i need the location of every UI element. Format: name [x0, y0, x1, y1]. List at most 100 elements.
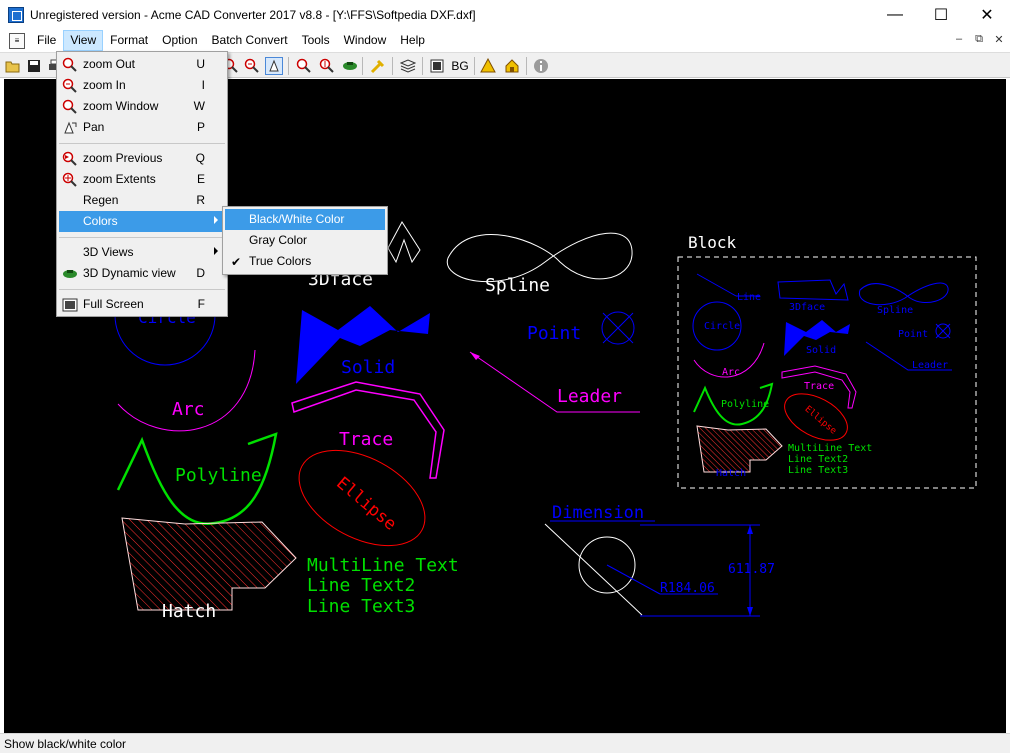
mdi-close-button[interactable]: ✕ [994, 34, 1004, 46]
zoom-extents-icon [61, 171, 79, 188]
open-icon[interactable] [4, 57, 22, 75]
3d-dynamic-icon[interactable] [341, 57, 359, 75]
layers-icon[interactable] [399, 57, 417, 75]
checkmark-icon: ✔ [230, 254, 242, 269]
multiline-text-3: Line Text3 [307, 596, 415, 617]
menu-item-full-screen[interactable]: Full Screen F [59, 294, 225, 315]
menu-format[interactable]: Format [110, 33, 149, 47]
submenu-arrow-icon [214, 247, 218, 255]
menu-item-label: zoom Window [83, 99, 159, 113]
block-ellipse-label: Ellipse [803, 404, 838, 436]
leader-label: Leader [557, 386, 622, 407]
multiline-text-1: MultiLine Text [307, 555, 459, 576]
window-title: Unregistered version - Acme CAD Converte… [30, 8, 476, 22]
minimize-button[interactable]: — [887, 6, 903, 23]
menu-item-3d-views[interactable]: 3D Views [59, 242, 225, 263]
menu-item-gray-color[interactable]: Gray Color [225, 230, 385, 251]
status-text: Show black/white color [4, 737, 127, 751]
solid-entity [296, 306, 430, 384]
maximize-button[interactable]: ☐ [933, 7, 949, 24]
menu-option[interactable]: Option [162, 33, 198, 47]
pan-icon[interactable] [265, 57, 283, 75]
menu-item-true-colors[interactable]: ✔ True Colors [225, 251, 385, 272]
zoom-extents-icon[interactable] [318, 57, 336, 75]
menu-item-zoom-previous[interactable]: zoom Previous Q [59, 148, 225, 169]
hatch-entity [121, 517, 297, 611]
menu-item-zoom-window[interactable]: zoom Window W [59, 96, 225, 117]
menu-window[interactable]: Window [343, 33, 387, 47]
block-circle-label: Circle [704, 321, 740, 332]
menu-tools[interactable]: Tools [301, 33, 330, 47]
spline-entity [446, 232, 633, 283]
close-button[interactable]: ✕ [980, 7, 994, 24]
background-color-button[interactable]: BG [451, 59, 469, 73]
block-multiline-3: Line Text3 [788, 465, 848, 476]
menu-item-black-white-color[interactable]: Black/White Color [225, 209, 385, 230]
zoom-window-icon [61, 98, 79, 115]
menu-item-shortcut: U [196, 57, 205, 71]
zoom-out-icon [61, 56, 79, 73]
menu-file[interactable]: File [37, 33, 57, 47]
menu-item-label: Pan [83, 120, 105, 134]
menu-item-label: Gray Color [249, 233, 308, 247]
about-icon[interactable] [532, 57, 550, 75]
pan-icon [61, 119, 79, 136]
mdi-minimize-button[interactable]: – [955, 33, 963, 45]
menu-item-shortcut: E [196, 172, 205, 186]
menu-item-label: zoom Previous [83, 151, 163, 165]
point-entity [601, 311, 635, 345]
zoom-previous-icon[interactable] [295, 57, 313, 75]
menu-view[interactable]: View [63, 30, 104, 51]
zoom-in-icon[interactable] [243, 57, 261, 75]
block-trace-label: Trace [804, 381, 834, 392]
menu-item-zoom-out[interactable]: zoom Out U [59, 54, 225, 75]
3dface-entity [387, 221, 421, 264]
colors-submenu: Black/White Color Gray Color ✔ True Colo… [222, 206, 388, 275]
document-icon[interactable]: ≡ [9, 32, 25, 49]
block-polyline-label: Polyline [721, 399, 769, 410]
menu-item-shortcut: R [196, 193, 205, 207]
height-dimension: 611.87 [728, 562, 775, 577]
full-screen-icon [61, 296, 79, 313]
block-point-label: Point [898, 329, 928, 340]
hatch-label: Hatch [162, 601, 216, 622]
radius-dimension: R184.06 [660, 581, 715, 596]
menu-item-regen[interactable]: Regen R [59, 190, 225, 211]
menu-item-label: Full Screen [83, 297, 144, 311]
status-bar: Show black/white color [0, 733, 1010, 753]
solid-label: Solid [341, 357, 395, 378]
block-label: Block [688, 233, 737, 252]
menu-help[interactable]: Help [400, 33, 425, 47]
view-menu: zoom Out U zoom In I zoom Window W Pan P… [56, 51, 228, 317]
ellipse-entity [298, 449, 426, 547]
menu-batch-convert[interactable]: Batch Convert [211, 33, 288, 47]
app-icon[interactable] [8, 7, 24, 23]
block-frame [677, 256, 977, 489]
block-hatch-label: Hatch [716, 468, 746, 479]
zoom-in-icon [61, 77, 79, 94]
block-arc-label: Arc [722, 367, 740, 378]
menu-item-colors[interactable]: Colors [59, 211, 225, 232]
trace-entity [291, 381, 445, 479]
3d-dynamic-icon [61, 265, 79, 282]
save-icon[interactable] [25, 57, 43, 75]
menu-bar: ≡ File View Format Option Batch Convert … [0, 30, 1010, 51]
menu-item-shortcut: D [196, 266, 205, 280]
warning-icon[interactable] [479, 57, 497, 75]
mdi-restore-button[interactable]: ⧉ [975, 33, 983, 45]
menu-item-pan[interactable]: Pan P [59, 117, 225, 138]
menu-item-zoom-extents[interactable]: zoom Extents E [59, 169, 225, 190]
spline-label: Spline [485, 275, 550, 296]
block-spline-label: Spline [877, 305, 913, 316]
home-icon[interactable] [503, 57, 521, 75]
block-3dface-label: 3Dface [789, 302, 825, 313]
menu-item-label: Black/White Color [249, 212, 345, 226]
multiline-text-2: Line Text2 [307, 575, 415, 596]
menu-item-label: Colors [83, 214, 118, 228]
menu-item-3d-dynamic-view[interactable]: 3D Dynamic view D [59, 263, 225, 284]
menu-item-label: 3D Views [83, 245, 134, 259]
tools-icon[interactable] [369, 57, 387, 75]
menu-item-zoom-in[interactable]: zoom In I [59, 75, 225, 96]
menu-item-shortcut: P [196, 120, 205, 134]
screen-icon[interactable] [428, 57, 446, 75]
